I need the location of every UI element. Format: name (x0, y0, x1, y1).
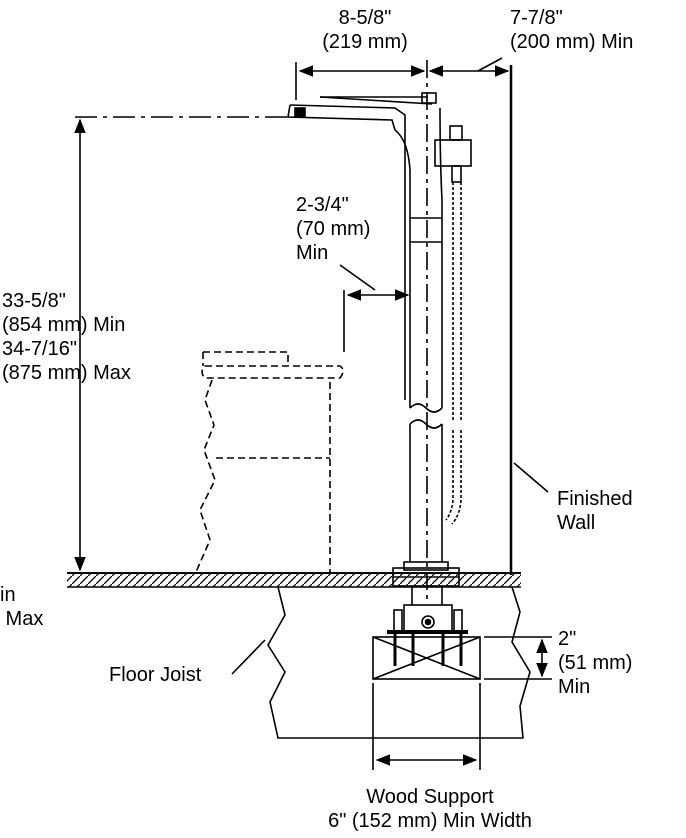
cropped-left-label: in Max (0, 584, 44, 630)
spout-height-label: 33-5/8" (854 mm) Min 34-7/16" (875 mm) M… (2, 290, 131, 384)
wood-support-block (372, 630, 481, 680)
floor (67, 572, 521, 588)
dim-support-depth (484, 636, 552, 680)
floor-joist-label: Floor Joist (109, 664, 202, 686)
dim-wall-clearance (428, 57, 510, 77)
finished-wall-leader (513, 462, 549, 493)
wood-support-label: Wood Support 6" (152 mm) Min Width (328, 786, 532, 832)
support-depth-label: 2" (51 mm) Min (558, 628, 633, 698)
hand-shower-hose (434, 125, 472, 525)
spout-reach-label: 8-5/8" (219 mm) (322, 7, 408, 53)
faucet (287, 92, 460, 587)
toilet-clearance-label: 2-3/4" (70 mm) Min (296, 194, 371, 264)
dim-toilet-clearance (339, 264, 410, 352)
finished-wall-label: Finished Wall (557, 488, 633, 534)
toilet (195, 351, 344, 573)
mounting-assembly (393, 587, 463, 633)
floor-joist-leader (231, 639, 266, 675)
dim-support-width (372, 683, 481, 770)
wall-clearance-label: 7-7/8" (200 mm) Min (510, 7, 634, 53)
dim-spout-reach (295, 62, 426, 100)
